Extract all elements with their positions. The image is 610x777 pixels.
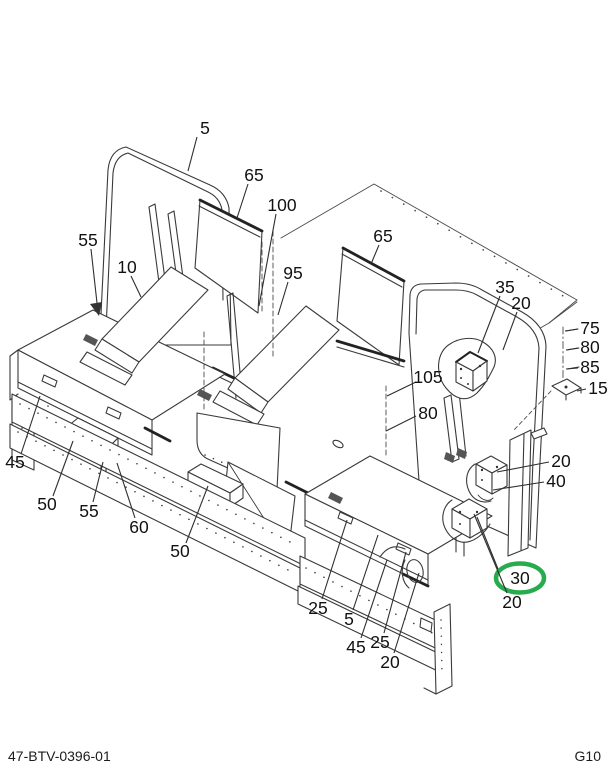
callout-leader-30-27	[476, 516, 499, 570]
document-number: 47-BTV-0396-01	[8, 748, 111, 764]
callout-label-20-26: 20	[380, 652, 400, 672]
callout-label-80-10: 80	[580, 337, 600, 357]
callout-label-15-12: 15	[588, 378, 607, 398]
callout-leader-55-3	[90, 248, 98, 304]
callout-leader-50-18	[52, 440, 74, 497]
callout-leader-60-20	[116, 462, 136, 519]
callout-leader-20-8	[502, 311, 518, 351]
wedge-block-95	[213, 306, 339, 425]
callout-leader-25-25	[383, 551, 407, 634]
front-rails	[10, 394, 448, 674]
callout-label-105-13: 105	[413, 367, 442, 387]
callout-label-5-0: 5	[200, 118, 210, 138]
page-code: G10	[574, 748, 601, 764]
right-end-panel	[420, 604, 452, 694]
callout-leader-5-23	[352, 534, 379, 611]
belt-anchor-bracket-35	[439, 338, 496, 398]
callout-label-25-25: 25	[370, 632, 389, 652]
callout-label-10-4: 10	[117, 257, 137, 277]
callout-label-45-24: 45	[346, 637, 365, 657]
callout-leader-65-1	[236, 183, 249, 219]
callout-leader-50-21	[185, 485, 209, 544]
callout-leader-45-17	[20, 395, 41, 455]
callout-leader-25-22	[321, 519, 348, 600]
callout-leader-100-2	[258, 213, 277, 307]
belt-bracket-40	[467, 456, 507, 502]
right-side-panel	[508, 428, 547, 556]
callout-label-5-23: 5	[344, 609, 354, 629]
panel-65-right	[337, 248, 404, 367]
callout-label-30-27: 30	[510, 568, 530, 588]
wedge-block-10	[80, 267, 208, 385]
panel-65-left	[195, 200, 262, 313]
callout-label-55-3: 55	[78, 230, 97, 250]
callout-label-35-7: 35	[495, 277, 514, 297]
callout-label-100-2: 100	[267, 195, 296, 215]
callout-leader-95-5	[277, 281, 289, 316]
callout-label-50-18: 50	[37, 494, 57, 514]
mounting-plate-15	[552, 379, 581, 400]
callout-label-45-17: 45	[5, 452, 24, 472]
callout-leader-20-28	[473, 513, 508, 594]
callout-label-80-14: 80	[418, 403, 438, 423]
grommet-detail	[380, 547, 425, 588]
callout-leader-75-9	[564, 328, 579, 332]
callout-leader-45-24	[360, 559, 388, 639]
callout-leader-10-4	[130, 275, 142, 298]
callout-leader-65-6	[370, 244, 380, 265]
highlight-ellipse	[493, 561, 547, 595]
assembly-line-art	[10, 147, 581, 694]
construction-lines	[204, 231, 579, 458]
callout-leader-40-16	[492, 481, 545, 491]
callout-leader-20-15	[496, 461, 550, 473]
callout-leader-15-12	[576, 388, 587, 392]
callout-label-95-5: 95	[283, 263, 302, 283]
callout-leader-5-0	[187, 136, 198, 172]
callout-label-25-22: 25	[308, 598, 327, 618]
callout-label-55-19: 55	[79, 501, 98, 521]
callout-label-20-15: 20	[551, 451, 571, 471]
callout-leader-80-14	[385, 415, 417, 432]
callout-leader-105-13	[386, 381, 417, 397]
callout-leader-55-19	[92, 461, 104, 503]
callout-label-85-11: 85	[580, 357, 599, 377]
callout-leader-85-11	[565, 367, 579, 370]
callout-label-65-6: 65	[373, 226, 392, 246]
callout-label-75-9: 75	[580, 318, 599, 338]
callout-label-20-28: 20	[502, 592, 522, 612]
callout-leader-80-10	[565, 347, 579, 351]
callout-label-40-16: 40	[546, 471, 566, 491]
phantom-panel-outline	[281, 184, 577, 334]
callout-leader-35-7	[477, 295, 501, 354]
callout-label-60-20: 60	[129, 517, 149, 537]
callout-leader-20-26	[393, 572, 420, 654]
callout-label-65-1: 65	[244, 165, 263, 185]
callout-label-50-21: 50	[170, 541, 190, 561]
callout-label-20-8: 20	[511, 293, 531, 313]
